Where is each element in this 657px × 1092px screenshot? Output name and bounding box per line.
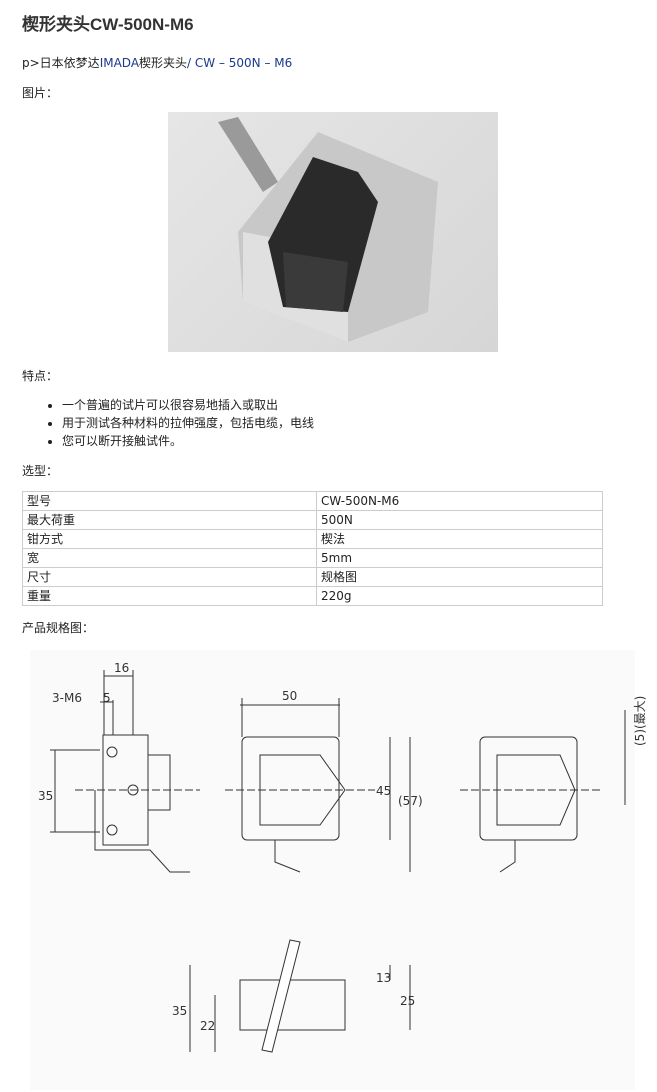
dim-22: 22 <box>200 1019 215 1033</box>
dim-5: 5 <box>103 691 111 705</box>
breadcrumb: p>日本依梦达IMADA楔形夹头/ CW – 500N – M6 <box>22 54 292 71</box>
breadcrumb-product: 楔形夹头 <box>139 56 188 70</box>
feature-item: 您可以断开接触试件。 <box>62 432 314 450</box>
breadcrumb-prefix: p>日本依梦达 <box>22 56 100 70</box>
spec-key: 尺寸 <box>22 567 317 587</box>
dim-35: 35 <box>38 789 53 803</box>
dimension-drawing: 16 3-M6 5 35 50 45 (57) (5)(最大) 35 22 13… <box>30 650 647 1090</box>
spec-key: 宽 <box>22 548 317 568</box>
brand-link[interactable]: IMADA <box>99 56 140 70</box>
dim-16: 16 <box>114 661 129 675</box>
spec-value: 5mm <box>316 548 603 568</box>
feature-item: 一个普遍的试片可以很容易地插入或取出 <box>62 396 314 414</box>
table-row: 钳方式楔法 <box>22 529 603 549</box>
spec-value: CW-500N-M6 <box>316 491 603 511</box>
dim-25: 25 <box>400 994 415 1008</box>
dim-3-m6: 3-M6 <box>52 691 82 705</box>
feature-item: 用于测试各种材料的拉伸强度，包括电缆，电线 <box>62 414 314 432</box>
image-heading: 图片： <box>22 86 59 100</box>
product-photo <box>168 112 498 352</box>
selection-heading: 选型： <box>22 464 59 478</box>
dim-5-max: (5)(最大) <box>633 696 647 746</box>
drawing-heading: 产品规格图： <box>22 621 95 635</box>
spec-key: 型号 <box>22 491 317 511</box>
model-link[interactable]: / CW – 500N – M6 <box>187 56 293 70</box>
table-row: 尺寸规格图 <box>22 567 603 587</box>
spec-key: 重量 <box>22 586 317 606</box>
dim-13: 13 <box>376 971 391 985</box>
dim-57: (57) <box>398 794 423 808</box>
spec-key: 最大荷重 <box>22 510 317 530</box>
page-title: 楔形夹头CW-500N-M6 <box>22 15 194 34</box>
spec-value: 220g <box>316 586 603 606</box>
dim-45: 45 <box>376 784 391 798</box>
spec-value: 楔法 <box>316 529 603 549</box>
spec-value: 规格图 <box>316 567 603 587</box>
features-list: 一个普遍的试片可以很容易地插入或取出 用于测试各种材料的拉伸强度，包括电缆，电线… <box>22 396 314 450</box>
spec-key: 钳方式 <box>22 529 317 549</box>
features-heading: 特点： <box>22 369 59 383</box>
dim-35-b: 35 <box>172 1004 187 1018</box>
dim-50: 50 <box>282 689 297 703</box>
spec-value: 500N <box>316 510 603 530</box>
